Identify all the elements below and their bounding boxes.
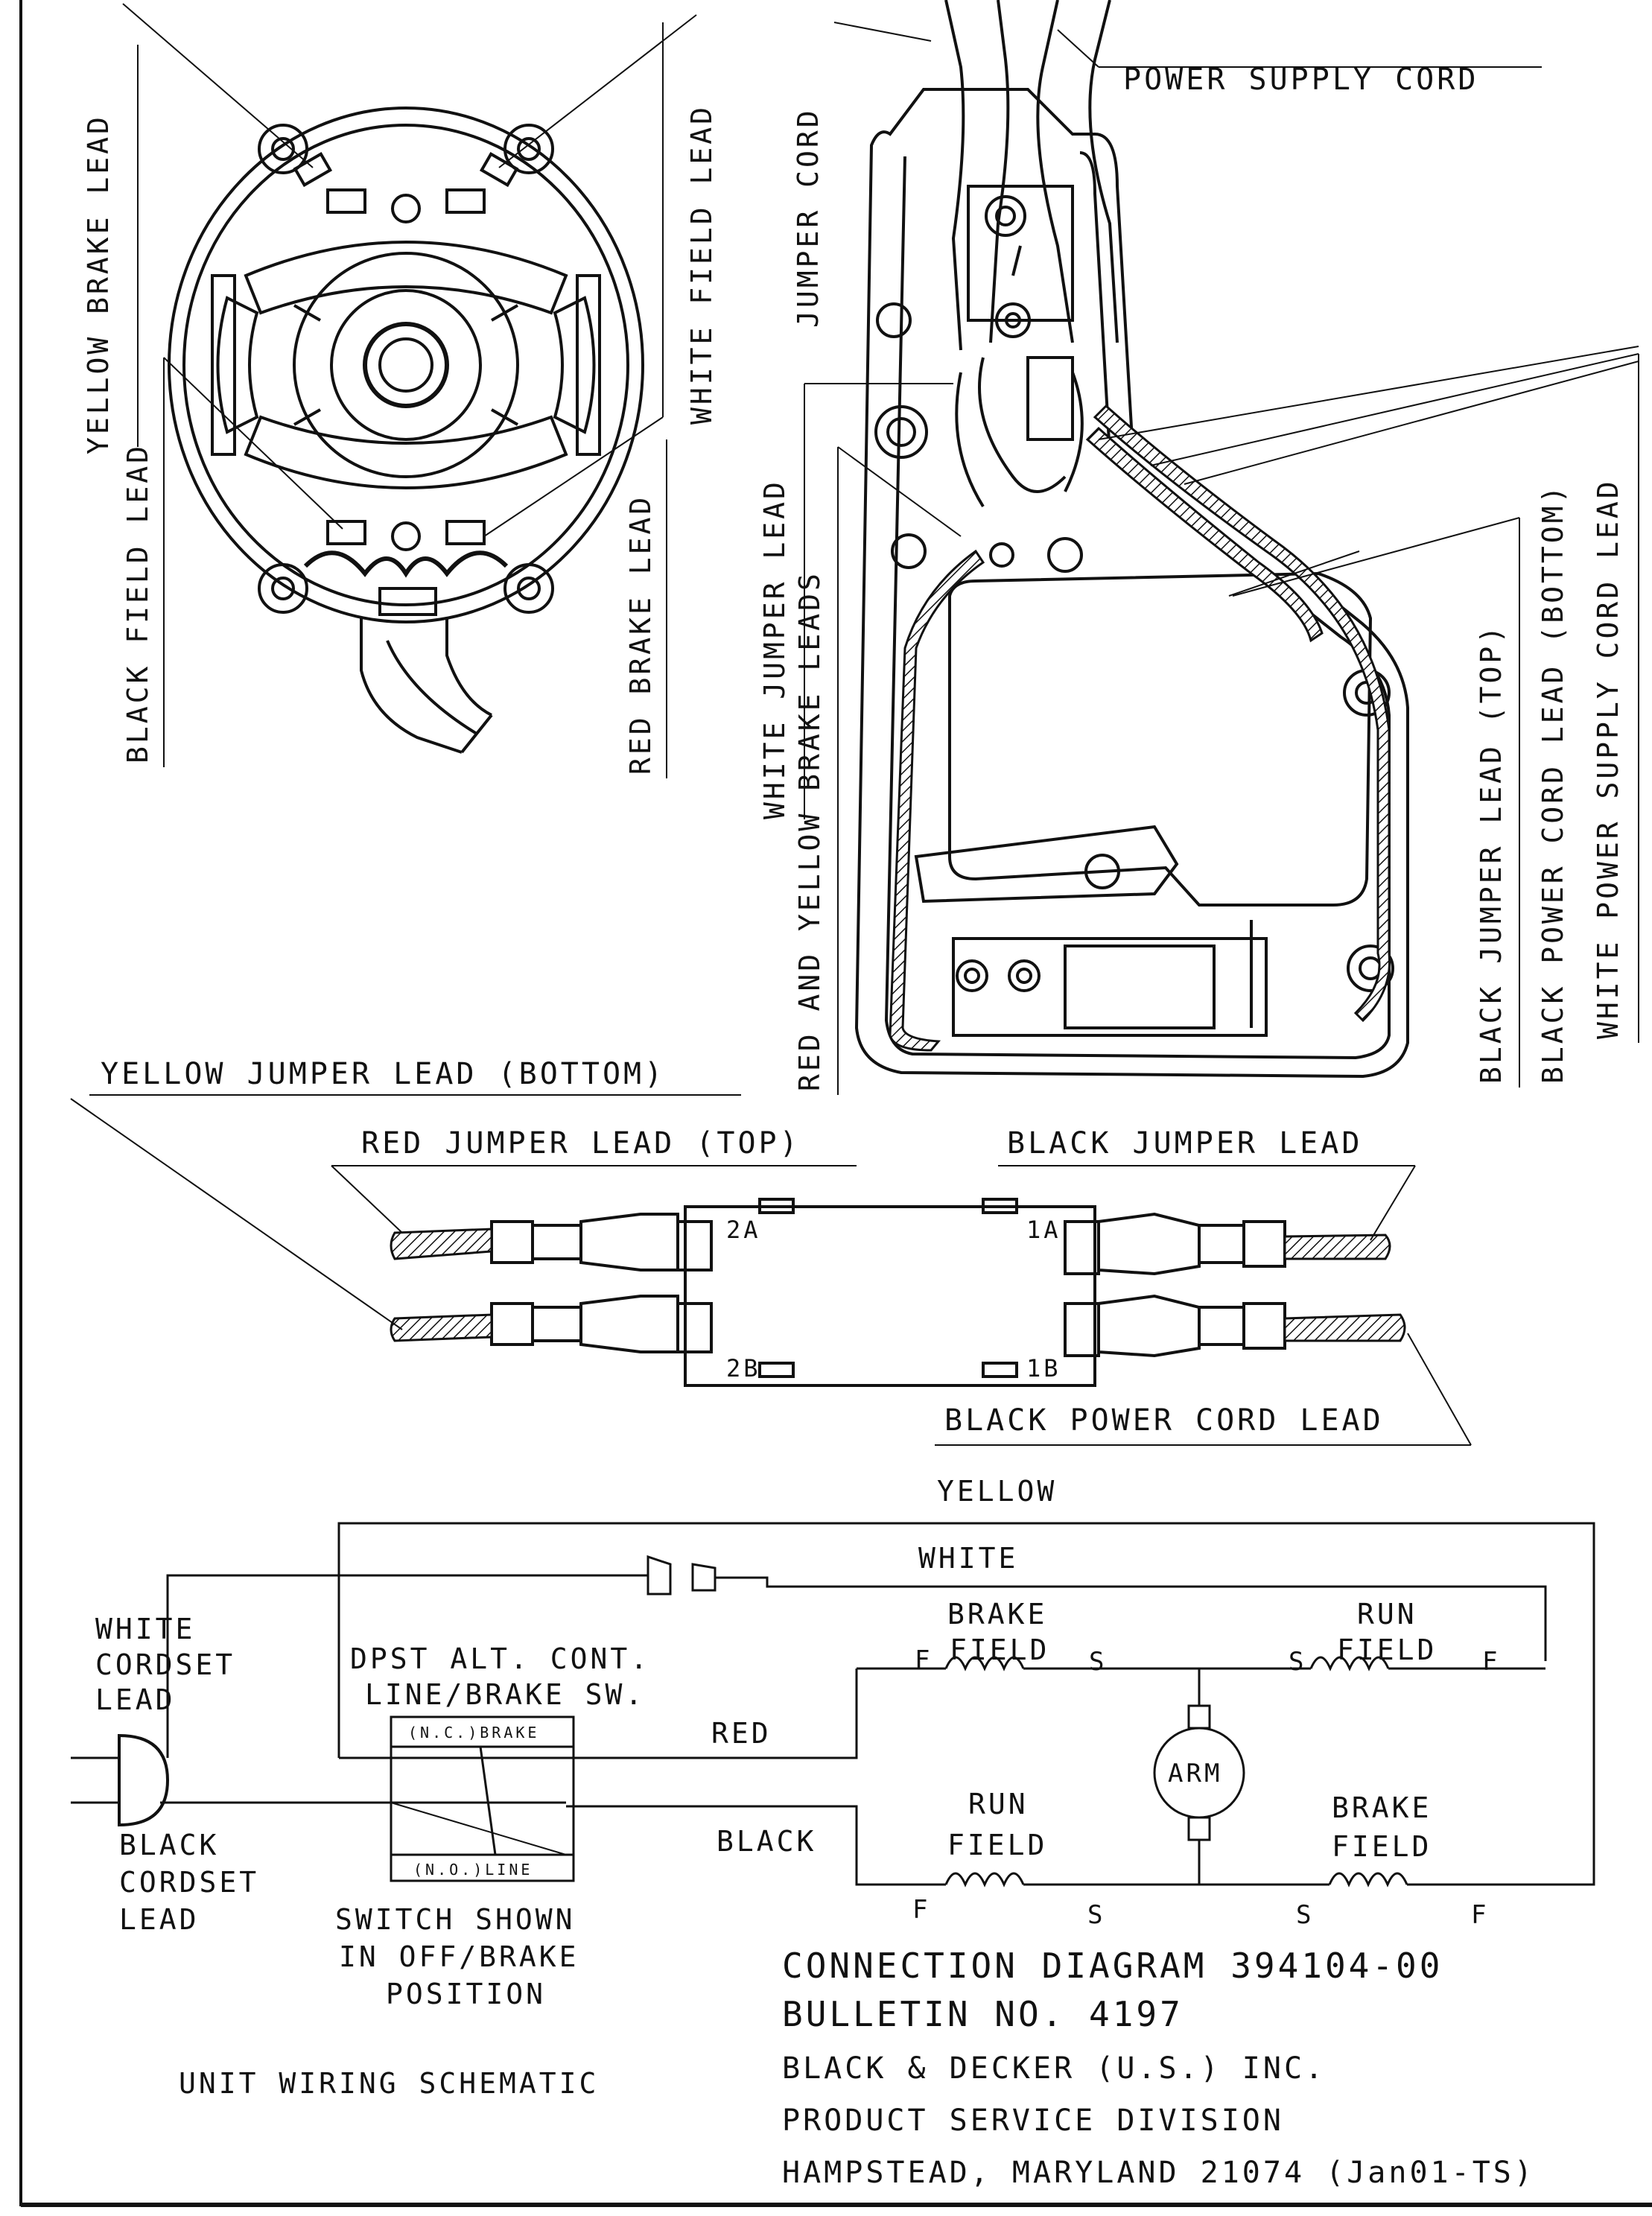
- terminal-callouts: [70, 1094, 1472, 1446]
- black-jumper-wire-stub: [1283, 1234, 1391, 1260]
- switch-shown-label-1: SWITCH SHOWN: [335, 1903, 576, 1936]
- dpst-switch-label-2: LINE/BRAKE SW.: [365, 1678, 645, 1711]
- brake-field-bottom-label-1: BRAKE: [1332, 1791, 1432, 1824]
- white-cordset-label-3: LEAD: [95, 1683, 176, 1716]
- switch-housing-drawing: [854, 88, 1409, 1079]
- terminal-s-4: S: [1296, 1900, 1314, 1930]
- power-supply-cord-label: POWER SUPPLY CORD: [1123, 63, 1478, 97]
- terminal-s-1: S: [1089, 1647, 1107, 1677]
- title-bulletin-no: BULLETIN NO. 4197: [782, 1994, 1184, 2034]
- yellow-wire-label: YELLOW: [937, 1475, 1057, 1508]
- black-cordset-label-1: BLACK: [119, 1829, 219, 1861]
- run-field-top-label-1: RUN: [1357, 1598, 1417, 1631]
- terminal-f-4: F: [1471, 1900, 1489, 1930]
- black-jumper-lead-top-label: BLACK JUMPER LEAD (TOP): [1475, 623, 1508, 1084]
- dpst-switch-label-1: DPST ALT. CONT.: [350, 1642, 650, 1675]
- black-jumper-wire: [1085, 426, 1324, 643]
- terminal-f-3: F: [912, 1895, 930, 1925]
- black-power-cord-wire-stub: [1283, 1313, 1406, 1342]
- white-field-lead-label: WHITE FIELD LEAD: [685, 104, 718, 425]
- red-jumper-wire: [390, 1228, 493, 1260]
- title-address: HAMPSTEAD, MARYLAND 21074 (Jan01-TS): [782, 2156, 1535, 2190]
- power-supply-cord-drawing: [944, 0, 1119, 351]
- black-power-cord-lead-bottom-label: BLACK POWER CORD LEAD (BOTTOM): [1537, 483, 1569, 1084]
- black-field-lead-label: BLACK FIELD LEAD: [121, 443, 154, 763]
- red-jumper-lead-top-label: RED JUMPER LEAD (TOP): [361, 1126, 801, 1161]
- wiring-schematic: [71, 1522, 1595, 1888]
- jumper-cord-label: JUMPER CORD: [792, 107, 825, 328]
- terminal-1b: 1B: [1026, 1354, 1061, 1382]
- terminal-f-1: F: [915, 1645, 933, 1675]
- terminal-f-2: F: [1482, 1647, 1500, 1677]
- switch-terminal-drawing: [490, 1198, 1286, 1387]
- switch-callouts: [804, 22, 1639, 1095]
- unit-wiring-schematic-label: UNIT WIRING SCHEMATIC: [179, 2067, 599, 2100]
- yellow-jumper-wire: [390, 1313, 493, 1342]
- black-power-cord-lead-label: BLACK POWER CORD LEAD: [944, 1403, 1384, 1438]
- yellow-brake-lead-label: YELLOW BRAKE LEAD: [82, 114, 115, 454]
- run-field-bottom-label-1: RUN: [968, 1788, 1029, 1820]
- run-field-bottom-label-2: FIELD: [947, 1829, 1047, 1861]
- run-field-top-label-2: FIELD: [1337, 1634, 1437, 1666]
- terminal-s-3: S: [1087, 1900, 1105, 1930]
- red-wire-label: RED: [711, 1717, 772, 1750]
- white-power-supply-cord-lead-label: WHITE POWER SUPPLY CORD LEAD: [1592, 478, 1624, 1039]
- motor-housing-drawing: [168, 107, 644, 754]
- red-brake-lead-label: RED BRAKE LEAD: [624, 495, 657, 775]
- white-cordset-label-2: CORDSET: [95, 1648, 235, 1681]
- armature-label: ARM: [1168, 1759, 1222, 1788]
- switch-shown-label-2: IN OFF/BRAKE: [339, 1940, 579, 1973]
- title-connection-diagram: CONNECTION DIAGRAM 394104-00: [782, 1946, 1443, 1986]
- white-power-cord-wire: [1093, 404, 1391, 1023]
- brake-field-top-label-2: FIELD: [950, 1634, 1049, 1666]
- title-company: BLACK & DECKER (U.S.) INC.: [782, 2051, 1326, 2086]
- terminal-1a: 1A: [1026, 1216, 1061, 1244]
- terminal-s-2: S: [1289, 1647, 1306, 1677]
- white-cordset-label-1: WHITE: [95, 1613, 195, 1645]
- title-division: PRODUCT SERVICE DIVISION: [782, 2104, 1284, 2138]
- black-cordset-label-3: LEAD: [119, 1903, 200, 1936]
- motor-callouts: [122, 3, 697, 778]
- terminal-2a: 2A: [726, 1216, 761, 1244]
- yellow-jumper-lead-bottom-label: YELLOW JUMPER LEAD (BOTTOM): [101, 1057, 665, 1091]
- nc-brake-label: (N.C.)BRAKE: [408, 1724, 539, 1742]
- red-yellow-brake-wire: [889, 549, 985, 1052]
- no-line-label: (N.O.)LINE: [413, 1861, 533, 1879]
- red-yellow-brake-leads-label: RED AND YELLOW BRAKE LEADS: [793, 571, 826, 1091]
- black-wire-label: BLACK: [717, 1825, 816, 1858]
- white-jumper-lead-label: WHITE JUMPER LEAD: [758, 479, 791, 819]
- black-jumper-lead-label: BLACK JUMPER LEAD: [1007, 1126, 1362, 1161]
- black-cordset-label-2: CORDSET: [119, 1866, 259, 1899]
- brake-field-bottom-label-2: FIELD: [1332, 1830, 1432, 1863]
- brake-field-top-label-1: BRAKE: [947, 1598, 1047, 1631]
- white-wire-label: WHITE: [918, 1542, 1018, 1575]
- switch-shown-label-3: POSITION: [386, 1978, 546, 2010]
- terminal-2b: 2B: [726, 1354, 761, 1382]
